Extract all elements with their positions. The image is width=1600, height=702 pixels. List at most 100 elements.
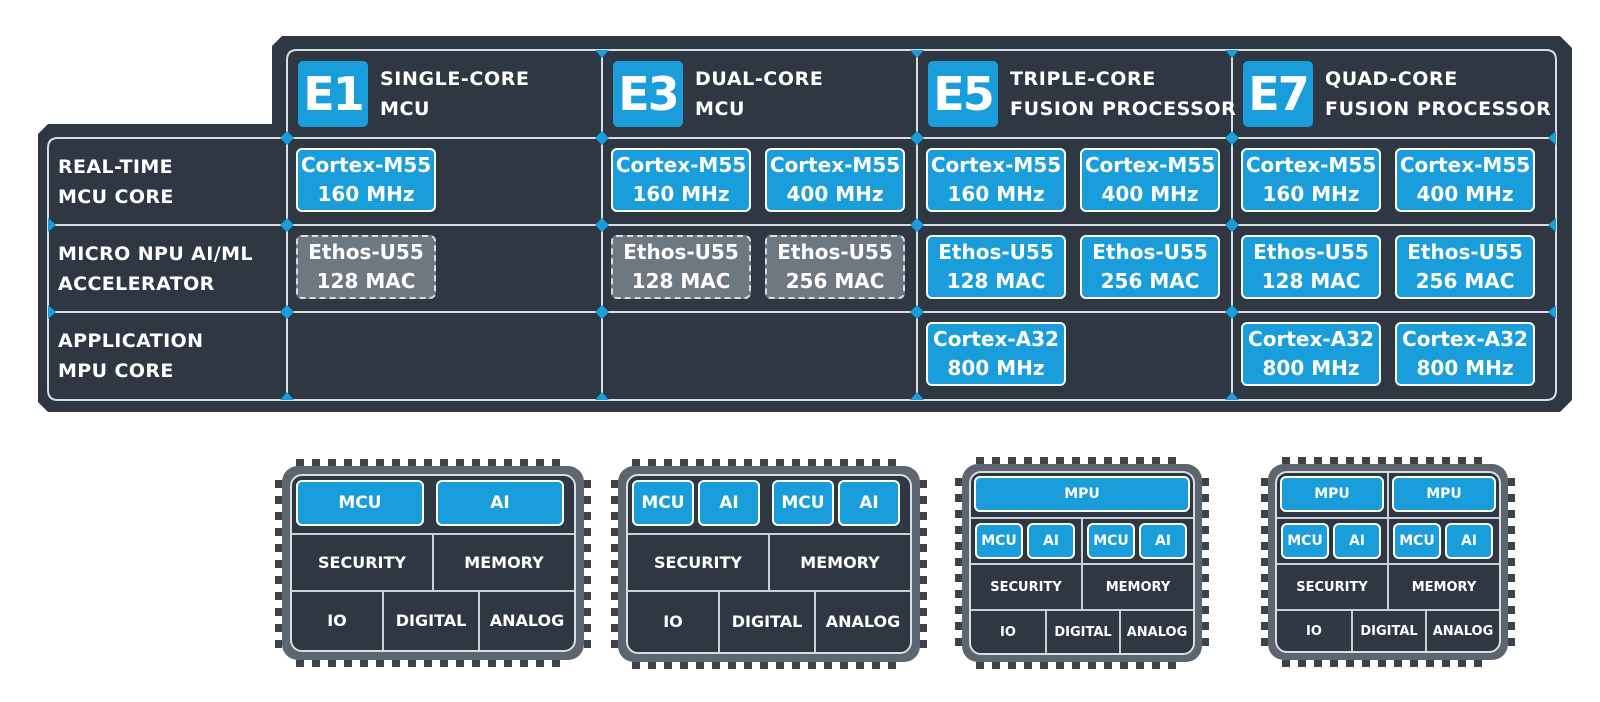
chip-pin [1362, 457, 1370, 464]
chip-pin [392, 660, 400, 667]
chip-pin [552, 459, 560, 466]
chip-pin [1346, 457, 1354, 464]
chip-pin [360, 660, 368, 667]
chip-pin [728, 459, 736, 466]
chip-pin [1458, 660, 1466, 667]
chip-e1-security-zone: SECURITY [318, 553, 406, 572]
chip-pin [1314, 457, 1322, 464]
chip-pin [696, 662, 704, 669]
chip-pin [920, 560, 927, 568]
chip-pin [920, 496, 927, 504]
chip-pin [1261, 526, 1268, 534]
chip-pin [1508, 494, 1515, 502]
chip-pin [920, 624, 927, 632]
chip-pin [1024, 662, 1032, 669]
chip-pin [504, 459, 512, 466]
chip-pin [504, 660, 512, 667]
chip-pin [712, 459, 720, 466]
chip-pin [440, 660, 448, 667]
chip-diagram-e1: MCU AI SECURITY MEMORY IO DIGITAL ANALOG [275, 459, 591, 667]
chip-pin [1426, 660, 1434, 667]
chip-pin [1458, 457, 1466, 464]
chip-e7-mpu-block-1: MPU [1280, 476, 1384, 512]
chip-e3-security-zone: SECURITY [654, 553, 742, 572]
chip-pin [1261, 638, 1268, 646]
chip-pin [275, 560, 282, 568]
column-subtitle-e1: MCU [380, 98, 431, 120]
chip-pin [744, 459, 752, 466]
chip-pin [611, 512, 618, 520]
chip-e3-mcu-block-2: MCU [772, 480, 834, 526]
chip-pin [611, 624, 618, 632]
chip-pin [1330, 457, 1338, 464]
chip-diagram-e7: MPU MPU MCU AI MCU AI SECURITY MEMORY IO… [1261, 457, 1515, 667]
chip-pin [955, 590, 962, 598]
chip-pin [664, 459, 672, 466]
chip-pin [360, 459, 368, 466]
chip-pin [584, 480, 591, 488]
chip-pin [611, 528, 618, 536]
chip-pin [584, 544, 591, 552]
chip-pin [584, 640, 591, 648]
chip-pin [1202, 558, 1209, 566]
chip-pin [1104, 457, 1112, 464]
chip-pin [1298, 457, 1306, 464]
chip-pin [955, 638, 962, 646]
chip-pin [1261, 494, 1268, 502]
chip-pin [760, 662, 768, 669]
chip-pin [1261, 590, 1268, 598]
chip-pin [1442, 457, 1450, 464]
chip-pin [488, 459, 496, 466]
chip-pin [275, 576, 282, 584]
chip-pin [792, 662, 800, 669]
chip-e5-mpu-block: MPU [974, 476, 1190, 512]
chip-e5-mcu-block-1: MCU [975, 523, 1023, 559]
chip-pin [776, 662, 784, 669]
chip-pin [1508, 526, 1515, 534]
chip-pin [1202, 590, 1209, 598]
chip-e7-mcu-block-2: MCU [1393, 523, 1441, 559]
chip-pin [976, 457, 984, 464]
chip-pin [1508, 606, 1515, 614]
chip-pin [1442, 660, 1450, 667]
chip-pin [611, 592, 618, 600]
chip-pin [792, 459, 800, 466]
column-subtitle-e5: FUSION PROCESSOR [1010, 98, 1237, 120]
chip-pin [611, 496, 618, 504]
chip-e1-ai-block: AI [436, 480, 564, 526]
chip-pin [955, 606, 962, 614]
chip-pin [955, 574, 962, 582]
chip-e7-mpu-block-2: MPU [1392, 476, 1496, 512]
chip-e7-analog-zone: ANALOG [1432, 623, 1494, 639]
chip-pin [1152, 457, 1160, 464]
chip-pin [920, 512, 927, 520]
chip-pin [955, 542, 962, 550]
chip-pin [976, 662, 984, 669]
chip-e1-analog-zone: ANALOG [489, 610, 565, 630]
chip-pin [1202, 638, 1209, 646]
chip-pin [840, 459, 848, 466]
chip-pin [712, 662, 720, 669]
chip-pin [664, 662, 672, 669]
chip-pin [584, 496, 591, 504]
chip-pin [808, 662, 816, 669]
chip-pin [408, 459, 416, 466]
chip-pin [920, 528, 927, 536]
chip-e7-io-zone: IO [1306, 623, 1322, 639]
chip-pin [488, 660, 496, 667]
chip-pin [312, 459, 320, 466]
chip-pin [824, 459, 832, 466]
chip-pin [920, 592, 927, 600]
chip-pin [1261, 606, 1268, 614]
chip-pin [536, 660, 544, 667]
